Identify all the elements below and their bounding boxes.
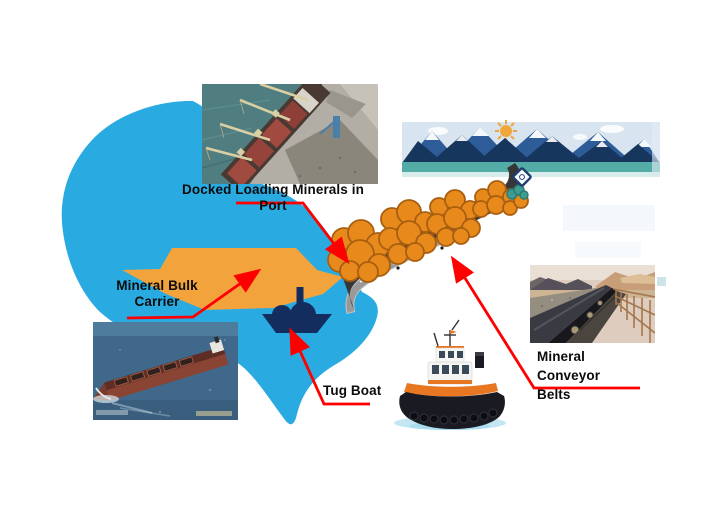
- pale-square: [657, 277, 666, 286]
- tug-boat-illustration: [394, 319, 506, 430]
- shore-band: [402, 162, 660, 172]
- crane-booms: [205, 84, 309, 162]
- arrow-tug-boat: [289, 327, 370, 406]
- mountain-scene: [402, 120, 660, 177]
- mast: [433, 319, 460, 347]
- cloud-icon: [600, 125, 624, 133]
- mineral-piles: [327, 180, 529, 283]
- docked-ship-photo: [202, 84, 378, 184]
- photo-watermark: [196, 411, 232, 416]
- docked-port-label-line2: Port: [259, 198, 287, 213]
- faint-block: [575, 242, 641, 258]
- snow-caps-front: [456, 135, 608, 147]
- arrow-bulk-carrier: [126, 268, 262, 320]
- bulk-carrier-label: Mineral Bulk Carrier: [93, 278, 221, 310]
- docked-port-label: Docked Loading Minerals in Port: [156, 182, 390, 214]
- arrow-docked-port: [236, 201, 350, 265]
- bulk-carrier-label-line1: Mineral Bulk: [116, 278, 198, 293]
- snow-caps: [425, 127, 651, 147]
- photo-watermark: [96, 410, 128, 415]
- faint-block: [563, 205, 655, 231]
- bulk-carrier-label-line2: Carrier: [134, 294, 180, 309]
- tug-boat-icon: [262, 287, 332, 333]
- mountains-front: [402, 135, 660, 163]
- connector-arrows: [126, 201, 640, 406]
- railing: [612, 288, 655, 343]
- cloud-icon: [573, 134, 587, 140]
- shore-reflection: [402, 172, 660, 177]
- mineral-bulk-carrier-shape: [122, 248, 343, 310]
- docked-port-label-line1: Docked Loading Minerals in: [182, 182, 364, 197]
- conveyor-belts-label-line1: Mineral: [537, 349, 585, 364]
- bulk-carrier-photo: [93, 322, 238, 420]
- teal-pile: [506, 184, 529, 200]
- conveyor-belt-photo: [530, 265, 655, 343]
- conveyor-belts-label-line2: Conveyor: [537, 368, 601, 383]
- sun-icon: [495, 120, 517, 142]
- arrow-conveyor: [450, 255, 640, 390]
- dock-crane: [333, 116, 340, 138]
- road-sign-icon: [512, 167, 532, 187]
- conveyor-belts-label: Mineral Conveyor Belts: [537, 347, 600, 404]
- tires: [409, 408, 498, 425]
- tug-boat-label: Tug Boat: [323, 383, 382, 398]
- conveyor-belts-label-line3: Belts: [537, 387, 571, 402]
